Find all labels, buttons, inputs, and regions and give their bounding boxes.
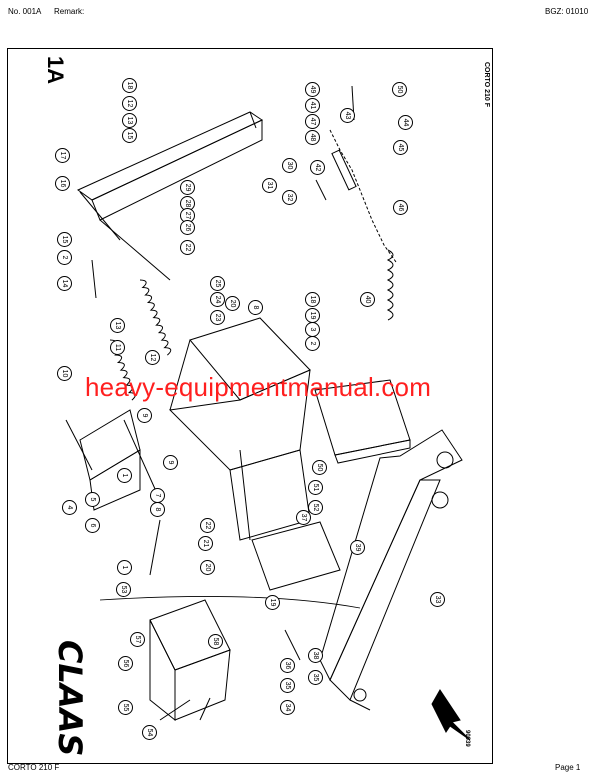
part-callout: 18 <box>122 78 137 93</box>
part-callout: 57 <box>130 632 145 647</box>
part-callout: 51 <box>308 480 323 495</box>
drawing-frame <box>7 48 493 764</box>
part-callout: 52 <box>308 500 323 515</box>
part-callout: 19 <box>305 308 320 323</box>
part-callout: 1 <box>117 468 132 483</box>
part-callout: 25 <box>210 276 225 291</box>
part-callout: 39 <box>350 540 365 555</box>
part-callout: 45 <box>393 140 408 155</box>
part-callout: 58 <box>208 634 223 649</box>
part-callout: 13 <box>122 113 137 128</box>
part-callout: 50 <box>392 82 407 97</box>
part-callout: 50 <box>312 460 327 475</box>
part-callout: 35 <box>308 670 323 685</box>
part-callout: 18 <box>305 292 320 307</box>
claas-logo-text: CLAAS <box>51 640 89 756</box>
part-callout: 10 <box>57 366 72 381</box>
remark-label: Remark: <box>54 7 85 16</box>
part-callout: 56 <box>118 656 133 671</box>
part-callout: 14 <box>57 276 72 291</box>
part-callout: 4 <box>62 500 77 515</box>
part-callout: 8 <box>150 502 165 517</box>
page-number: Page 1 <box>555 763 581 772</box>
part-callout: 2 <box>305 336 320 351</box>
part-callout: 43 <box>340 108 355 123</box>
part-callout: 26 <box>180 220 195 235</box>
part-callout: 35 <box>280 678 295 693</box>
part-callout: 55 <box>118 700 133 715</box>
part-callout: 38 <box>308 648 323 663</box>
part-callout: 8 <box>248 300 263 315</box>
part-callout: 3 <box>305 322 320 337</box>
part-callout: 36 <box>280 658 295 673</box>
part-callout: 48 <box>305 130 320 145</box>
part-callout: 6 <box>85 518 100 533</box>
part-callout: 34 <box>280 700 295 715</box>
part-callout: 33 <box>430 592 445 607</box>
part-callout: 20 <box>225 296 240 311</box>
part-callout: 54 <box>142 725 157 740</box>
part-callout: 15 <box>57 232 72 247</box>
part-callout: 2 <box>57 250 72 265</box>
part-callout: 9 <box>163 455 178 470</box>
part-callout: 46 <box>393 200 408 215</box>
part-callout: 9 <box>137 408 152 423</box>
claas-logo: CLAAS <box>51 640 89 756</box>
part-callout: 22 <box>200 518 215 533</box>
part-callout: 21 <box>198 536 213 551</box>
bgz-code: BGZ: 01010 <box>545 7 589 16</box>
part-callout: 20 <box>200 560 215 575</box>
part-callout: 49 <box>305 82 320 97</box>
part-callout: 47 <box>305 114 320 129</box>
part-callout: 19 <box>265 595 280 610</box>
part-callout: 7 <box>150 488 165 503</box>
part-callout: 44 <box>398 115 413 130</box>
doc-number: No. 001A <box>8 7 42 16</box>
part-callout: 15 <box>122 128 137 143</box>
part-callout: 17 <box>55 148 70 163</box>
part-callout: 42 <box>310 160 325 175</box>
part-callout: 12 <box>145 350 160 365</box>
part-callout: 40 <box>360 292 375 307</box>
part-callout: 16 <box>55 176 70 191</box>
part-callout: 41 <box>305 98 320 113</box>
part-callout: 23 <box>210 310 225 325</box>
part-callout: 12 <box>122 96 137 111</box>
part-callout: 24 <box>210 292 225 307</box>
part-callout: 11 <box>110 340 125 355</box>
watermark: heavy-equipmentmanual.com <box>85 372 432 402</box>
part-callout: 30 <box>282 158 297 173</box>
part-callout: 1 <box>117 560 132 575</box>
part-callout: 32 <box>282 190 297 205</box>
part-callout: 13 <box>110 318 125 333</box>
part-callout: 5 <box>85 492 100 507</box>
footer-model: CORTO 210 F <box>8 763 60 772</box>
part-callout: 31 <box>262 178 277 193</box>
part-callout: 53 <box>116 582 131 597</box>
part-callout: 29 <box>180 180 195 195</box>
part-callout: 22 <box>180 240 195 255</box>
